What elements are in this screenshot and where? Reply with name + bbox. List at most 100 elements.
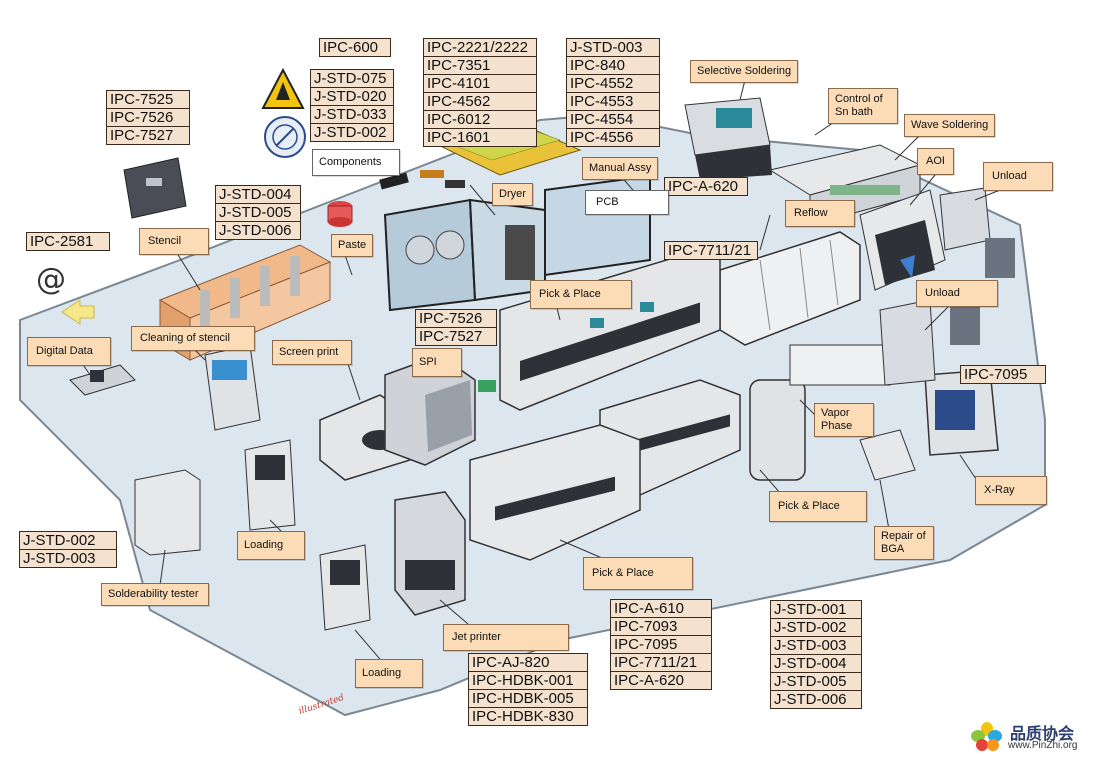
standard-code: IPC-7526 (416, 310, 496, 328)
standard-code: IPC-2221/2222 (424, 39, 536, 57)
standard-code: J-STD-020 (311, 88, 393, 106)
standards-box-jstd002: J-STD-002 J-STD-003 (19, 531, 117, 568)
unload-stacker-top (939, 187, 1015, 278)
label-cleaning-of-stencil: Cleaning of stencil (131, 326, 255, 351)
standard-code: IPC-4553 (567, 93, 659, 111)
label-pick-place-top: Pick & Place (530, 280, 632, 309)
bga-repair-station (859, 429, 916, 481)
jet-printer (394, 491, 466, 616)
label-stencil: Stencil (139, 228, 209, 255)
label-spi: SPI (412, 348, 462, 377)
standard-code: J-STD-002 (771, 619, 861, 637)
unload-stacker-mid (879, 299, 980, 386)
label-pcb: PCB (585, 190, 669, 215)
standards-box-ipca610: IPC-A-610 IPC-7093 IPC-7095 IPC-7711/21 … (610, 599, 712, 690)
standard-code: IPC-HDBK-001 (469, 672, 587, 690)
standard-code: IPC-7095 (611, 636, 711, 654)
label-wave-soldering: Wave Soldering (904, 114, 996, 137)
standards-box-ipc7095: IPC-7095 (960, 365, 1046, 384)
standard-code: IPC-7527 (416, 328, 496, 345)
flow-arrow-icon (61, 299, 95, 325)
standard-code: IPC-AJ-820 (469, 654, 587, 672)
standards-box-ipc7526-mid: IPC-7526 IPC-7527 (415, 309, 497, 346)
label-vapor-phase: Vapor Phase (814, 403, 874, 437)
label-loading-mid: Loading (237, 531, 305, 560)
standards-box-jstd003-top: J-STD-003 IPC-840 IPC-4552 IPC-4553 IPC-… (566, 38, 660, 147)
standard-code: IPC-A-610 (611, 600, 711, 618)
label-repair-of-bga: Repair of BGA (874, 526, 934, 560)
label-paste: Paste (331, 234, 374, 257)
standard-code: IPC-7093 (611, 618, 711, 636)
standard-code: J-STD-001 (771, 601, 861, 619)
dryer-cabinet (383, 198, 546, 312)
standard-code: IPC-4554 (567, 111, 659, 129)
label-manual-assy: Manual Assy (582, 157, 659, 180)
label-aoi: AOI (917, 148, 954, 175)
pick-place-line-bottom (469, 424, 641, 561)
standard-code: J-STD-003 (20, 550, 116, 567)
standards-box-ipc2221: IPC-2221/2222 IPC-7351 IPC-4101 IPC-4562… (423, 38, 537, 147)
msd-seal-icon (264, 116, 306, 158)
standard-code: J-STD-003 (771, 637, 861, 655)
label-components: Components (312, 149, 400, 176)
label-xray: X-Ray (975, 476, 1047, 505)
pinzhi-flower-icon (971, 722, 1002, 751)
standard-code: IPC-4556 (567, 129, 659, 146)
standard-code: IPC-A-620 (611, 672, 711, 689)
solderability-tester (134, 469, 201, 556)
standard-code: IPC-7527 (107, 127, 189, 144)
logo-title: 品质协会 (1010, 724, 1075, 743)
standard-code: J-STD-004 (216, 186, 300, 204)
label-pick-place-mid: Pick & Place (769, 491, 867, 522)
standard-code: J-STD-002 (20, 532, 116, 550)
label-dryer: Dryer (492, 183, 533, 206)
standards-box-ipcaj820: IPC-AJ-820 IPC-HDBK-001 IPC-HDBK-005 IPC… (468, 653, 588, 726)
standard-code: IPC-4552 (567, 75, 659, 93)
standards-box-ipc7525: IPC-7525 IPC-7526 IPC-7527 (106, 90, 190, 145)
standard-code: J-STD-075 (311, 70, 393, 88)
standard-code: J-STD-006 (771, 691, 861, 708)
label-reflow: Reflow (785, 200, 855, 227)
label-solderability-tester: Solderability tester (101, 583, 209, 606)
standard-code: IPC-840 (567, 57, 659, 75)
standards-box-jstd075: J-STD-075 J-STD-020 J-STD-033 J-STD-002 (310, 69, 394, 142)
stencil-chip-icon (123, 157, 187, 219)
selective-soldering-machine (684, 97, 772, 180)
logo-url[interactable]: www.PinZhi.org (1008, 740, 1078, 751)
standard-code: IPC-7711/21 (611, 654, 711, 672)
xray-machine (924, 369, 999, 456)
standard-code: IPC-1601 (424, 129, 536, 146)
standard-code: IPC-HDBK-830 (469, 708, 587, 725)
email-at-icon: @ (36, 262, 66, 297)
standard-code: IPC-600 (320, 39, 390, 56)
standard-code: IPC-A-620 (665, 178, 747, 195)
standards-box-ipca620: IPC-A-620 (664, 177, 748, 196)
aoi-machine (859, 189, 946, 291)
standard-code: IPC-7351 (424, 57, 536, 75)
standards-box-ipc2581: IPC-2581 (26, 232, 110, 251)
standard-code: J-STD-033 (311, 106, 393, 124)
loading-machine-mid (244, 439, 296, 531)
standard-code: IPC-6012 (424, 111, 536, 129)
standards-box-jstd001: J-STD-001 J-STD-002 J-STD-003 J-STD-004 … (770, 600, 862, 709)
standard-code: J-STD-003 (567, 39, 659, 57)
digital-data-desk (69, 364, 136, 396)
label-unload-mid: Unload (916, 280, 998, 307)
standards-box-ipc600: IPC-600 (319, 38, 391, 57)
label-selective-soldering: Selective Soldering (690, 60, 799, 83)
label-screen-print: Screen print (272, 340, 352, 365)
paste-jar-icon (327, 201, 353, 227)
standard-code: J-STD-004 (771, 655, 861, 673)
stencil-cleaner (204, 344, 261, 431)
label-pick-place-bottom: Pick & Place (583, 557, 693, 590)
standard-code: J-STD-002 (311, 124, 393, 141)
pick-place-line-top (499, 249, 721, 411)
label-loading-bottom: Loading (355, 659, 423, 688)
label-jet-printer: Jet printer (443, 624, 569, 651)
loading-machine-bottom (319, 544, 371, 631)
spi-machine (384, 354, 496, 466)
standard-code: J-STD-005 (771, 673, 861, 691)
pinzhi-logo: 品质协会 www.PinZhi.org (968, 720, 1090, 754)
standard-code: IPC-7525 (107, 91, 189, 109)
label-digital-data: Digital Data (27, 337, 111, 366)
